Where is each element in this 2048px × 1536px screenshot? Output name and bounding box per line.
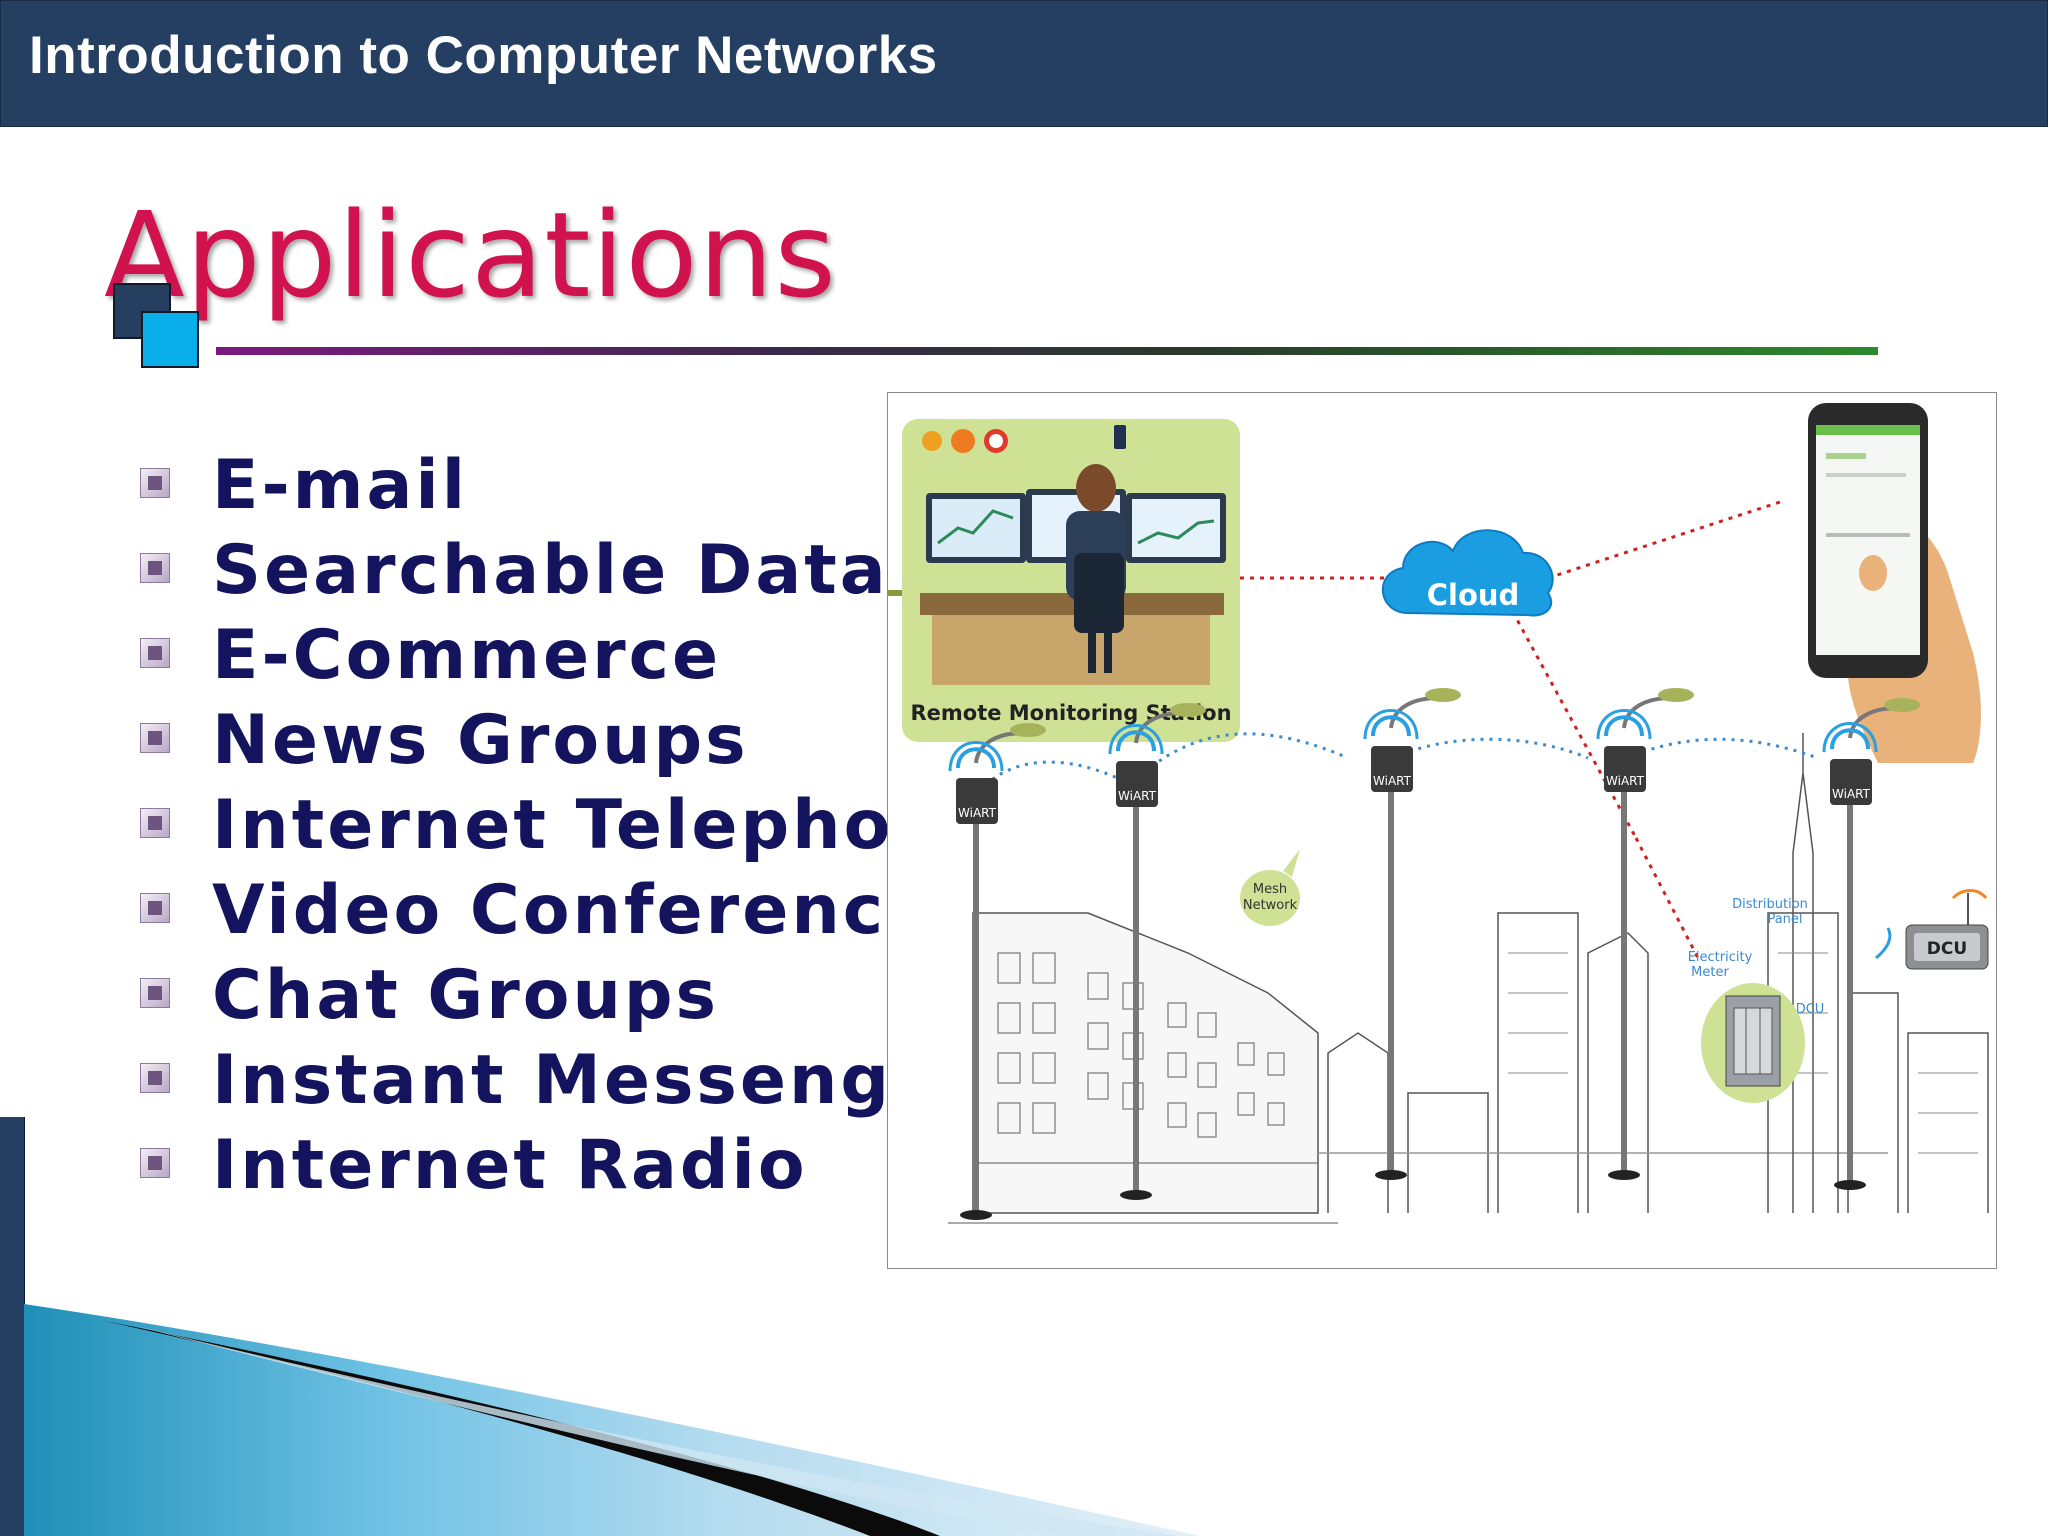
smart-city-network-illustration: Remote Monitoring Station Cloud [887, 392, 1997, 1269]
dcu-box-label: DCU [1927, 939, 1967, 959]
list-item-label: E-Commerce [212, 616, 722, 695]
list-item-label: E-mail [212, 446, 469, 525]
meter-label-line2: Meter [1691, 965, 1729, 980]
blue-wave [24, 1304, 1200, 1536]
list-item-label: Instant Messengers [212, 1041, 890, 1120]
mesh-label-line1: Mesh [1253, 882, 1287, 897]
light-wave [120, 1322, 1180, 1536]
node-label: WiART [958, 806, 997, 820]
distribution-panel: Distribution Panel Electricity Meter DCU [1688, 897, 1825, 1103]
bullet-icon [140, 723, 170, 753]
list-item: Chat Groups [140, 956, 890, 1041]
black-wave [100, 1320, 940, 1536]
lamp-node-4: WiART [1596, 688, 1694, 1180]
cloud-label: Cloud [1427, 578, 1520, 612]
list-item-label: Internet Telephony [212, 786, 890, 865]
list-item-label: News Groups [212, 701, 749, 780]
cloud-links [1240, 499, 1784, 959]
dcu-box: DCU [1875, 889, 1989, 970]
bullet-icon [140, 468, 170, 498]
list-item-label: Searchable Data [212, 531, 889, 610]
list-item-label: Chat Groups [212, 956, 720, 1035]
node-label: WiART [1118, 789, 1157, 803]
smartphone-icon [1808, 403, 1981, 763]
bullet-icon [140, 1148, 170, 1178]
header-bar: Introduction to Computer Networks [0, 0, 2048, 127]
bullet-icon [140, 978, 170, 1008]
list-item: Instant Messengers [140, 1041, 890, 1126]
meter-label-line1: Electricity [1688, 950, 1753, 965]
mesh-label-line2: Network [1243, 898, 1298, 913]
list-item-label: Video Conferencing [212, 871, 890, 950]
list-item: E-mail [140, 446, 890, 531]
mesh-network-badge: Mesh Network [1240, 849, 1300, 926]
list-item: Internet Telephony [140, 786, 890, 871]
node-label: WiART [1606, 774, 1645, 788]
lamp-node-3: WiART [1363, 688, 1461, 1180]
lamp-node-1: WiART [948, 723, 1046, 1220]
node-label: WiART [1832, 787, 1871, 801]
bullet-icon [140, 1063, 170, 1093]
list-item: News Groups [140, 701, 890, 786]
list-item: E-Commerce [140, 616, 890, 701]
title-underline [216, 347, 1878, 355]
dcu-small-label: DCU [1796, 1002, 1825, 1017]
list-item: Video Conferencing [140, 871, 890, 956]
city-skyline-sketch [948, 733, 1989, 1224]
lamp-node-5: WiART [1822, 698, 1920, 1190]
node-label: WiART [1373, 774, 1412, 788]
presentation-title: Introduction to Computer Networks [29, 26, 938, 85]
lamp-node-2: WiART [1108, 703, 1206, 1200]
distribution-label-line2: Panel [1767, 912, 1802, 927]
list-item-label: Internet Radio [212, 1126, 808, 1205]
list-item: Searchable Data [140, 531, 890, 616]
network-diagram: Remote Monitoring Station Cloud [888, 403, 1989, 1224]
left-accent-bar [0, 1117, 25, 1536]
cloud-icon: Cloud [1381, 529, 1554, 617]
remote-monitoring-station: Remote Monitoring Station [888, 419, 1240, 742]
slide-title: Applications [104, 186, 837, 324]
bullet-icon [140, 808, 170, 838]
bullet-icon [140, 893, 170, 923]
bullet-icon [140, 638, 170, 668]
distribution-label-line1: Distribution [1732, 897, 1808, 912]
bullet-icon [140, 553, 170, 583]
list-item: Internet Radio [140, 1126, 890, 1206]
title-decoration-light-square [141, 311, 199, 368]
applications-list: E-mail Searchable Data E-Commerce News G… [140, 446, 890, 1206]
